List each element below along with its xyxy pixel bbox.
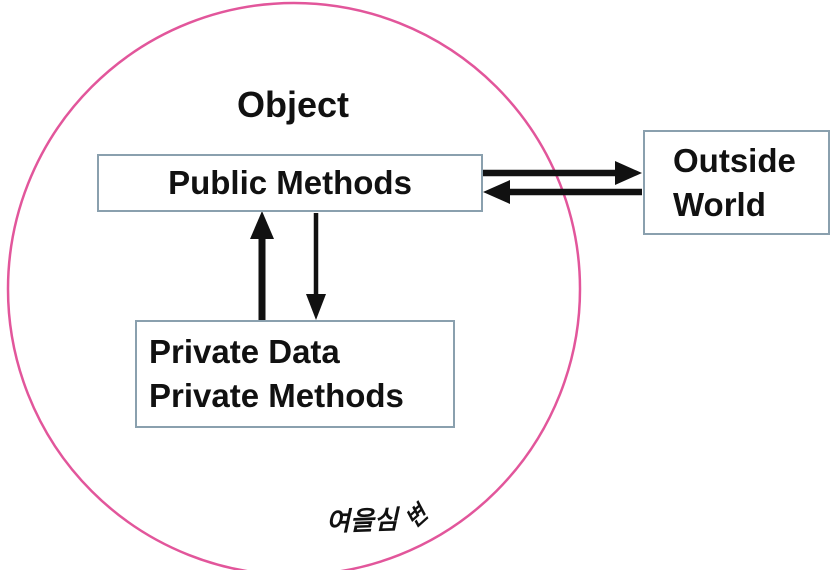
object-boundary-circle-icon [6, 1, 582, 570]
object-title: Object [236, 84, 350, 125]
arrow-down-public-to-private-icon [306, 213, 326, 320]
outside-world-label-line2: World [673, 185, 766, 223]
arrow-left-outside-to-public-icon [483, 180, 642, 204]
public-methods-box: Public Methods [97, 154, 483, 212]
watermark-text: 여을심 [325, 504, 399, 537]
private-data-label: Private Data [149, 333, 340, 371]
private-methods-label: Private Methods [149, 377, 404, 414]
outside-world-box: Outside World [643, 130, 830, 235]
private-data-methods-box: Private Data Private Methods [135, 320, 455, 428]
arrow-right-public-to-outside-icon [483, 161, 642, 185]
arrow-up-private-to-public-icon [250, 211, 274, 321]
watermark-signature: 여을심변 [325, 498, 433, 539]
outside-world-label-line1: Outside [673, 141, 796, 179]
public-methods-label: Public Methods [168, 164, 412, 202]
